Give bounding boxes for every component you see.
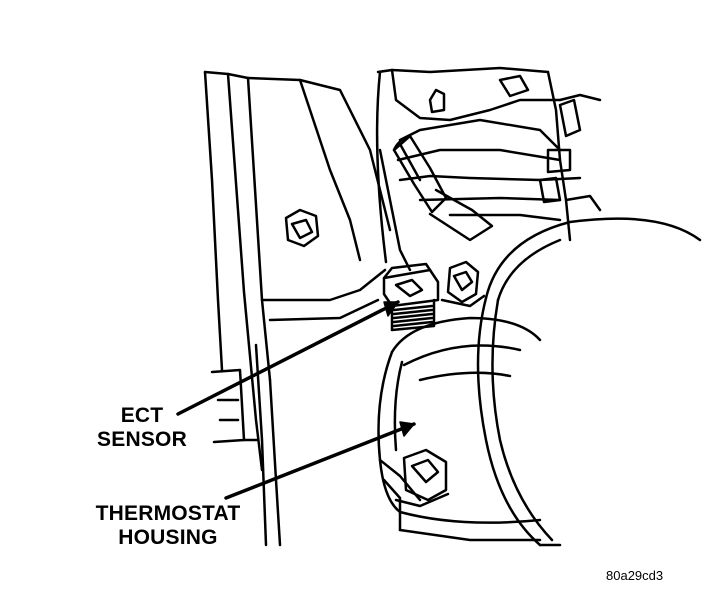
ect-sensor-label-line1: ECT xyxy=(120,404,164,427)
coolant-hose xyxy=(392,134,494,242)
ect-leader-arrowhead xyxy=(383,301,399,317)
panel-bolt xyxy=(284,208,320,248)
engine-block xyxy=(375,66,602,272)
sensor-side-bolt xyxy=(440,260,486,308)
thermostat-housing-label: THERMOSTAT HOUSING xyxy=(80,502,256,550)
thermostat-leader-arrowhead xyxy=(399,421,415,437)
ect-sensor-part xyxy=(382,262,440,332)
pulley-wheel xyxy=(476,217,702,547)
ect-leader xyxy=(176,300,400,416)
engine-right-detail xyxy=(558,98,602,212)
thermostat-housing-part xyxy=(377,316,542,542)
thermostat-housing-label-line1: THERMOSTAT xyxy=(95,502,241,525)
ect-sensor-label-line2: SENSOR xyxy=(97,428,187,451)
thermostat-housing-label-line2: HOUSING xyxy=(118,526,218,549)
thermostat-leader xyxy=(224,422,416,500)
figure-code: 80a29cd3 xyxy=(606,568,664,583)
housing-bolt xyxy=(394,448,450,508)
bracket-panel xyxy=(203,70,392,547)
ect-sensor-label: ECT SENSOR xyxy=(82,404,202,452)
